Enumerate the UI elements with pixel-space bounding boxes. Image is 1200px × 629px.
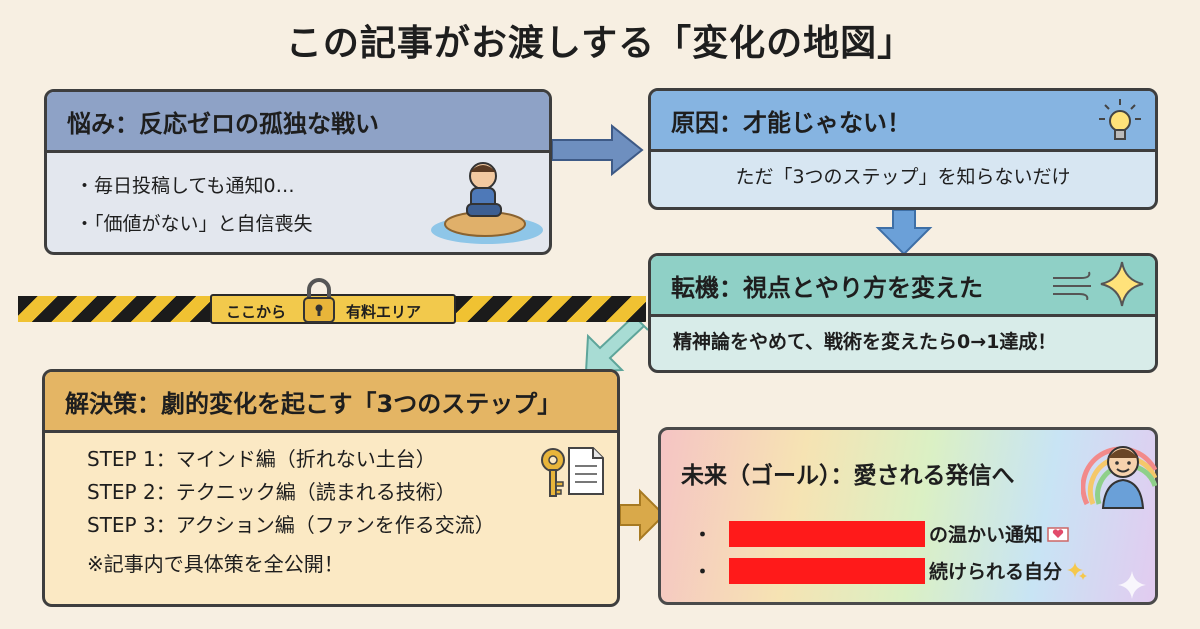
steps-list: STEP 1：マインド編（折れない土台） STEP 2：テクニック編（読まれる技… xyxy=(45,433,617,542)
lightbulb-icon xyxy=(1099,99,1141,140)
sparkles-icon xyxy=(1067,561,1088,580)
arrow-icon xyxy=(584,314,649,374)
list-item: ・ 続けられる自分 xyxy=(661,557,1155,584)
cause-panel: 原因：才能じゃない！ ただ「3つのステップ」を知らないだけ xyxy=(648,88,1158,210)
worry-panel: 悩み：反応ゼロの孤独な戦い ・毎日投稿しても通知0… ・「価値がない」と自信喪失 xyxy=(44,89,552,255)
step-item: STEP 1：マインド編（折れない土台） xyxy=(87,447,436,471)
list-item: ・毎日投稿しても通知0… xyxy=(75,175,295,197)
solution-header: 解決策：劇的変化を起こす「3つのステップ」 xyxy=(45,372,617,433)
cause-body: ただ「3つのステップ」を知らないだけ xyxy=(735,166,1071,188)
turning-point-panel: 転機：視点とやり方を変えた 精神論をやめて、戦術を変えたら0→1達成！ xyxy=(648,253,1158,373)
list-item: ・ の温かい通知 xyxy=(661,520,1155,547)
step-item: STEP 3：アクション編（ファンを作る交流） xyxy=(87,513,495,537)
turning-point-header: 転機：視点とやり方を変えた xyxy=(651,256,1155,317)
sad-person-on-island-icon xyxy=(431,162,543,244)
turning-point-body: 精神論をやめて、戦術を変えたら0→1達成！ xyxy=(673,331,1057,353)
list-item: ・「価値がない」と自信喪失 xyxy=(75,213,313,235)
bullet: ・ xyxy=(693,524,713,546)
future-panel: 未来（ゴール）：愛される発信へ ・ の温かい通知 ・ 続けられる自分 xyxy=(658,427,1158,605)
arrow-icon xyxy=(551,123,644,177)
document-icon xyxy=(568,447,604,495)
redaction-block xyxy=(729,520,925,547)
bullet: ・ xyxy=(693,561,713,583)
key-icon xyxy=(541,448,565,497)
future-item-text: の温かい通知 xyxy=(929,524,1044,546)
arrow-icon xyxy=(875,209,933,256)
worry-header: 悩み：反応ゼロの孤独な戦い xyxy=(47,92,549,153)
future-header: 未来（ゴール）：愛される発信へ xyxy=(681,463,1015,489)
redaction-block xyxy=(729,557,925,584)
page-title: この記事がお渡しする「変化の地図」 xyxy=(285,23,915,64)
sparkle-icon xyxy=(1100,261,1144,307)
sparkle-icon xyxy=(1118,571,1146,599)
smiling-person-icon xyxy=(1101,446,1145,509)
paywall-label: ここから 有料エリア xyxy=(210,278,456,324)
cause-header: 原因：才能じゃない！ xyxy=(651,91,1155,152)
worry-list: ・毎日投稿しても通知0… ・「価値がない」と自信喪失 xyxy=(47,153,549,243)
future-item-text: 続けられる自分 xyxy=(929,561,1063,583)
heart-letter-icon xyxy=(1047,526,1069,542)
arrow-icon xyxy=(619,488,666,542)
wind-icon xyxy=(1053,271,1091,300)
solution-note: ※記事内で具体策を全公開！ xyxy=(87,552,344,576)
paywall-right-text: 有料エリア xyxy=(346,303,422,321)
solution-panel: 解決策：劇的変化を起こす「3つのステップ」 STEP 1：マインド編（折れない土… xyxy=(42,369,620,607)
paywall-left-text: ここから xyxy=(226,303,287,321)
padlock-icon xyxy=(303,278,335,323)
step-item: STEP 2：テクニック編（読まれる技術） xyxy=(87,480,456,504)
